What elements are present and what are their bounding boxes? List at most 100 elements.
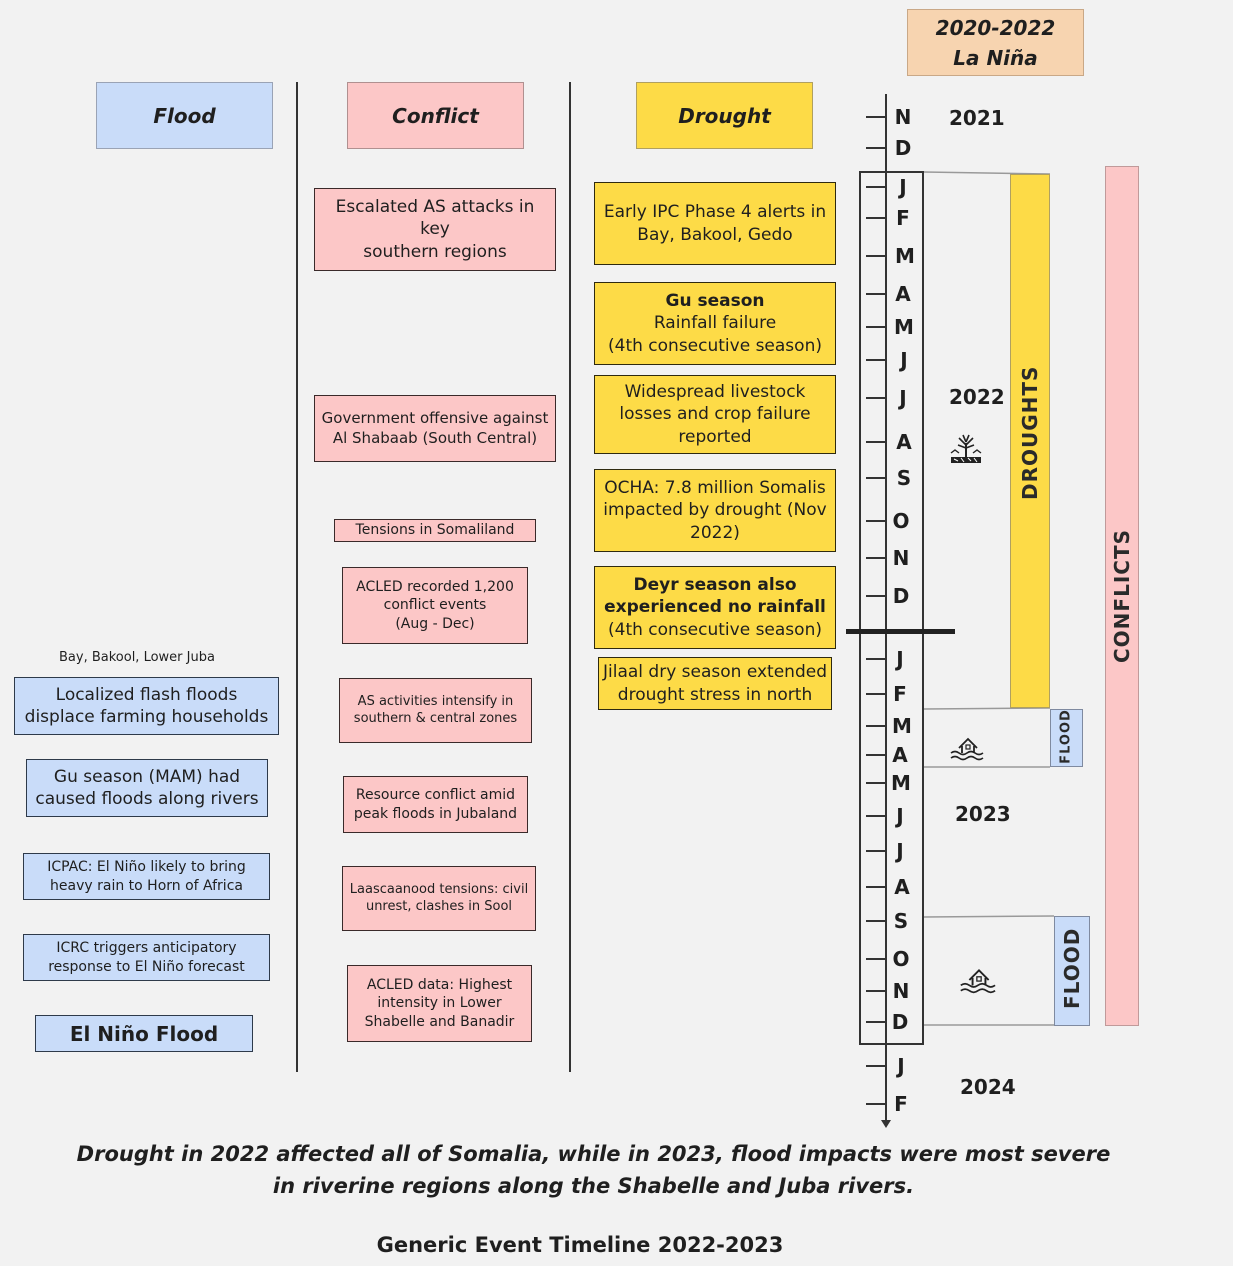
drought-event-gu-failure: Gu season Rainfall failure (4th consecut…	[594, 282, 836, 365]
conflict-event-jubaland-resource: Resource conflict amid peak floods in Ju…	[343, 776, 528, 833]
timeline-month-label: A	[895, 282, 911, 306]
timeline-month-label: O	[892, 947, 910, 971]
timeline-month-label: J	[899, 386, 907, 410]
timeline-tick	[866, 186, 886, 188]
drought-event-ipc-text: Early IPC Phase 4 alerts in Bay, Bakool,…	[603, 202, 827, 245]
droughts-start-connector	[923, 171, 1051, 175]
year-label-2024: 2024	[960, 1075, 1016, 1099]
column-divider-flood-conflict	[296, 82, 298, 1072]
conflicts-period-bar	[1105, 166, 1139, 1026]
timeline-tick	[866, 326, 886, 328]
timeline-arrow-head	[881, 1120, 891, 1128]
year-divider-2022-2023	[846, 629, 955, 634]
timeline-month-label: J	[896, 839, 904, 863]
timeline-month-label: D	[891, 1010, 909, 1034]
timeline-month-label: D	[894, 136, 912, 160]
timeline-tick	[866, 255, 886, 257]
drought-event-deyr-failure: Deyr season also experienced no rainfall…	[594, 566, 836, 649]
timeline-month-label: S	[896, 466, 912, 490]
timeline-month-label: J	[897, 1054, 905, 1078]
drought-event-jilaal-season: Jilaal dry season extended drought stres…	[598, 657, 832, 710]
conflict-event-as-attacks: Escalated AS attacks in key southern reg…	[314, 188, 556, 271]
timeline-tick	[866, 886, 886, 888]
year-label-2023: 2023	[955, 802, 1011, 826]
timeline-month-label: A	[894, 875, 910, 899]
caption-line-2: in riverine regions along the Shabelle a…	[272, 1174, 915, 1198]
year-label-2022: 2022	[949, 385, 1005, 409]
drought-event-deyr-text: (4th consecutive season)	[608, 619, 822, 640]
timeline-month-label: M	[891, 771, 911, 795]
droughts-period-bar	[1010, 174, 1050, 708]
timeline-month-label: F	[893, 682, 907, 706]
caption-line-1: Drought in 2022 affected all of Somalia,…	[76, 1142, 1111, 1166]
conflict-event-acled-highest: ACLED data: Highest intensity in Lower S…	[347, 965, 532, 1042]
timeline-tick	[866, 441, 886, 443]
conflict-event-as-intensify: AS activities intensify in southern & ce…	[339, 678, 532, 743]
drought-event-gu-title: Gu season	[665, 291, 765, 312]
flood-deyr-start-connector	[923, 915, 1055, 918]
timeline-month-label: A	[896, 430, 912, 454]
timeline-month-label: F	[894, 1092, 908, 1116]
timeline-month-label: O	[892, 509, 910, 533]
timeline-tick	[866, 520, 886, 522]
flood-2023-deyr-label: FLOOD	[1060, 927, 1084, 1009]
column-divider-conflict-drought	[569, 82, 571, 1072]
timeline-tick	[866, 147, 886, 149]
timeline-month-label: J	[899, 175, 907, 199]
timeline-tick	[866, 359, 886, 361]
timeline-month-label: S	[893, 909, 909, 933]
timeline-month-label: J	[896, 804, 904, 828]
flood-event-icrc-response: ICRC triggers anticipatory response to E…	[23, 934, 270, 981]
flooded-house-icon	[960, 968, 996, 994]
timeline-tick	[866, 782, 886, 784]
drought-column-header: Drought	[636, 82, 813, 149]
timeline-month-label: D	[892, 584, 910, 608]
timeline-tick	[866, 557, 886, 559]
timeline-tick	[866, 693, 886, 695]
la-nina-years: 2020-2022	[935, 15, 1056, 40]
timeline-month-label: N	[892, 979, 910, 1003]
drought-event-ocha-impact: OCHA: 7.8 million Somalis impacted by dr…	[594, 469, 836, 552]
timeline-tick	[866, 920, 886, 922]
timeline-tick	[866, 658, 886, 660]
footer-title: Generic Event Timeline 2022-2023	[376, 1233, 784, 1257]
drought-event-jilaal-text: Jilaal dry season extended drought stres…	[603, 662, 827, 705]
timeline-tick	[866, 1021, 886, 1023]
timeline-tick	[866, 595, 886, 597]
droughts-period-label: DROUGHTS	[1018, 365, 1042, 500]
timeline-month-label: N	[892, 546, 910, 570]
timeline-tick	[866, 217, 886, 219]
timeline-month-label: M	[892, 714, 912, 738]
drought-event-livestock-losses: Widespread livestock losses and crop fai…	[594, 375, 836, 454]
la-nina-label: La Niña	[953, 45, 1038, 70]
timeline-month-label: A	[892, 743, 908, 767]
drought-event-deyr-title: Deyr season also experienced no rainfall	[604, 575, 826, 618]
flood-region-note: Bay, Bakool, Lower Juba	[59, 650, 215, 665]
timeline-tick	[866, 958, 886, 960]
conflicts-period-label: CONFLICTS	[1110, 529, 1134, 663]
droughts-end-connector	[923, 707, 1051, 710]
conflict-column-header: Conflict	[347, 82, 524, 149]
drought-tree-icon	[950, 434, 982, 463]
timeline-tick	[866, 1065, 886, 1067]
timeline-caption: Drought in 2022 affected all of Somalia,…	[0, 1138, 1187, 1202]
timeline-month-label: J	[900, 348, 908, 372]
drought-event-ipc-alerts: Early IPC Phase 4 alerts in Bay, Bakool,…	[594, 182, 836, 265]
conflict-event-government-offensive: Government offensive against Al Shabaab …	[314, 395, 556, 462]
year-label-2021: 2021	[949, 106, 1005, 130]
la-nina-banner: 2020-2022 La Niña	[907, 9, 1084, 76]
timeline-month-label: M	[894, 315, 914, 339]
timeline-2022-2023-frame	[859, 171, 924, 1045]
drought-event-gu-text: Rainfall failure (4th consecutive season…	[608, 313, 822, 356]
timeline-month-label: N	[894, 105, 912, 129]
flood-2023-gu-label: FLOOD	[1058, 709, 1074, 764]
timeline-axis	[885, 94, 887, 1122]
flood-event-gu-season-floods: Gu season (MAM) had caused floods along …	[26, 759, 268, 817]
timeline-tick	[866, 725, 886, 727]
timeline-tick	[866, 116, 886, 118]
timeline-tick	[866, 815, 886, 817]
timeline-tick	[866, 293, 886, 295]
timeline-month-label: M	[895, 244, 915, 268]
drought-event-livestock-text: Widespread livestock losses and crop fai…	[619, 382, 811, 447]
